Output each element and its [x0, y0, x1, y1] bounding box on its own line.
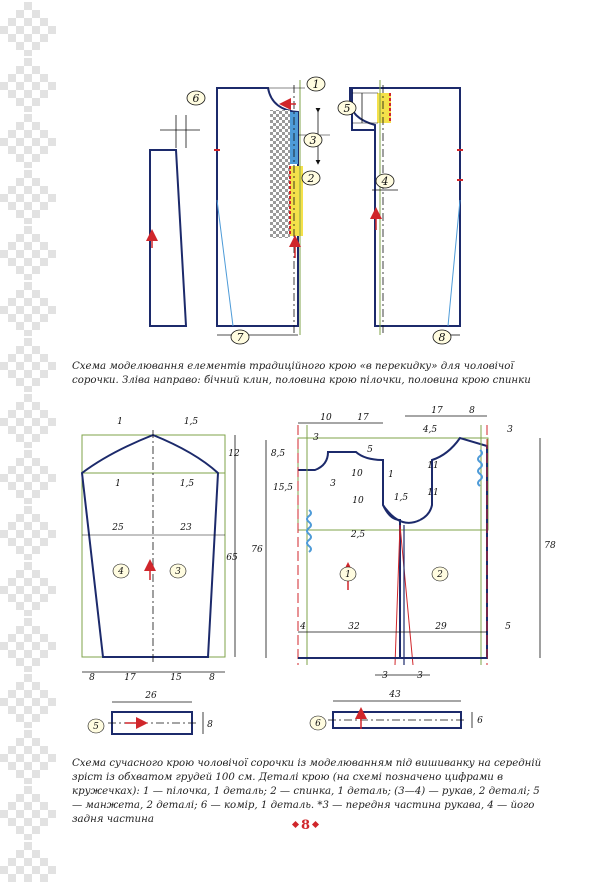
dim-v-1-5: 1,5 — [394, 493, 409, 503]
right-diamond-icon — [312, 820, 320, 829]
figure-modern-cut — [80, 415, 541, 735]
circle-1: 1 — [345, 570, 351, 580]
circle-4: 4 — [117, 567, 124, 577]
dim-v-11: 11 — [427, 461, 438, 471]
checker-panel — [270, 110, 290, 238]
page-number-value: 8 — [301, 818, 311, 833]
caption-figure-1: Схема моделювання елементів традиційного… — [72, 361, 531, 386]
dim-sleeve-1-5-low: 1,5 — [180, 479, 195, 489]
dim-sleeve-1-top: 1 — [117, 417, 123, 427]
dim-v-3b: 3 — [330, 479, 336, 489]
dim-v-1: 1 — [388, 470, 394, 480]
marker-6: 6 — [193, 92, 200, 105]
marker-3: 3 — [310, 134, 317, 147]
page-number: 8 — [290, 818, 321, 833]
dim-collar-43: 43 — [388, 690, 401, 700]
dim-top-8: 8 — [469, 406, 475, 416]
circle-3: 3 — [175, 567, 181, 577]
marker-2: 2 — [307, 172, 315, 185]
dim-v-10: 10 — [351, 469, 363, 479]
dim-sleeve-12: 12 — [228, 449, 240, 459]
dim-top-17: 17 — [357, 413, 369, 423]
dim-sleeve-25: 25 — [111, 523, 124, 533]
dim-sleeve-8-left: 8 — [89, 673, 95, 683]
marker-labels-fig1: 6 1 2 3 5 4 7 8 — [193, 78, 446, 344]
dim-w-32: 32 — [348, 622, 360, 632]
dim-h-78: 78 — [544, 541, 556, 551]
dim-sleeve-1-low: 1 — [115, 479, 121, 489]
back-body — [405, 436, 488, 659]
circle-5: 5 — [93, 722, 99, 732]
dim-v-3: 3 — [313, 433, 319, 443]
dim-sleeve-17: 17 — [124, 673, 136, 683]
dim-sleeve-1-5-top: 1,5 — [184, 417, 199, 427]
dim-cuff-8: 8 — [207, 720, 213, 730]
left-diamond-icon — [291, 820, 300, 829]
dim-w-4: 4 — [299, 622, 306, 632]
dim-top-17b: 17 — [431, 406, 443, 416]
front-body — [298, 451, 401, 659]
circle-2: 2 — [436, 570, 443, 580]
dims-fig2: 1 1,5 1 1,5 25 23 12 65 8 17 15 8 4 3 10… — [89, 406, 556, 732]
back-half — [349, 87, 461, 327]
caption-figure-2: Схема сучасного крою чоловічої сорочки і… — [72, 758, 542, 825]
dim-v-11b: 11 — [427, 488, 438, 498]
marker-5: 5 — [344, 102, 351, 115]
dim-v-10b: 10 — [352, 496, 364, 506]
dim-sleeve-8-right: 8 — [209, 673, 215, 683]
dim-b-3b: 3 — [417, 671, 423, 681]
marker-1: 1 — [313, 78, 320, 91]
dim-cuff-26: 26 — [144, 691, 157, 701]
dim-top-4-5: 4,5 — [422, 425, 438, 435]
back-yellow-insert — [377, 93, 391, 123]
dim-sleeve-23: 23 — [179, 523, 192, 533]
dim-sleeve-65: 65 — [226, 553, 238, 563]
dim-b-3: 3 — [382, 671, 388, 681]
yellow-insert — [290, 166, 303, 236]
dim-sleeve-15: 15 — [170, 673, 182, 683]
ornament-border — [0, 0, 56, 882]
dim-w-29: 29 — [434, 622, 447, 632]
dim-top-3: 3 — [507, 425, 513, 435]
dim-v-5: 5 — [367, 445, 373, 455]
dim-v-15-5: 15,5 — [273, 483, 293, 493]
dim-collar-6: 6 — [477, 716, 483, 726]
dim-v-2-5: 2,5 — [350, 530, 366, 540]
sleeve — [80, 433, 220, 658]
marker-8: 8 — [439, 331, 446, 344]
dim-top-10: 10 — [320, 413, 332, 423]
dim-w-5: 5 — [505, 622, 511, 632]
figure-traditional-cut — [146, 80, 463, 336]
circle-6: 6 — [315, 719, 321, 729]
dim-v-8-5: 8,5 — [271, 449, 286, 459]
marker-7: 7 — [237, 331, 244, 344]
dim-h-76: 76 — [251, 545, 263, 555]
side-gusset — [149, 149, 188, 327]
markers-fig1 — [186, 76, 452, 345]
marker-4: 4 — [381, 175, 389, 188]
